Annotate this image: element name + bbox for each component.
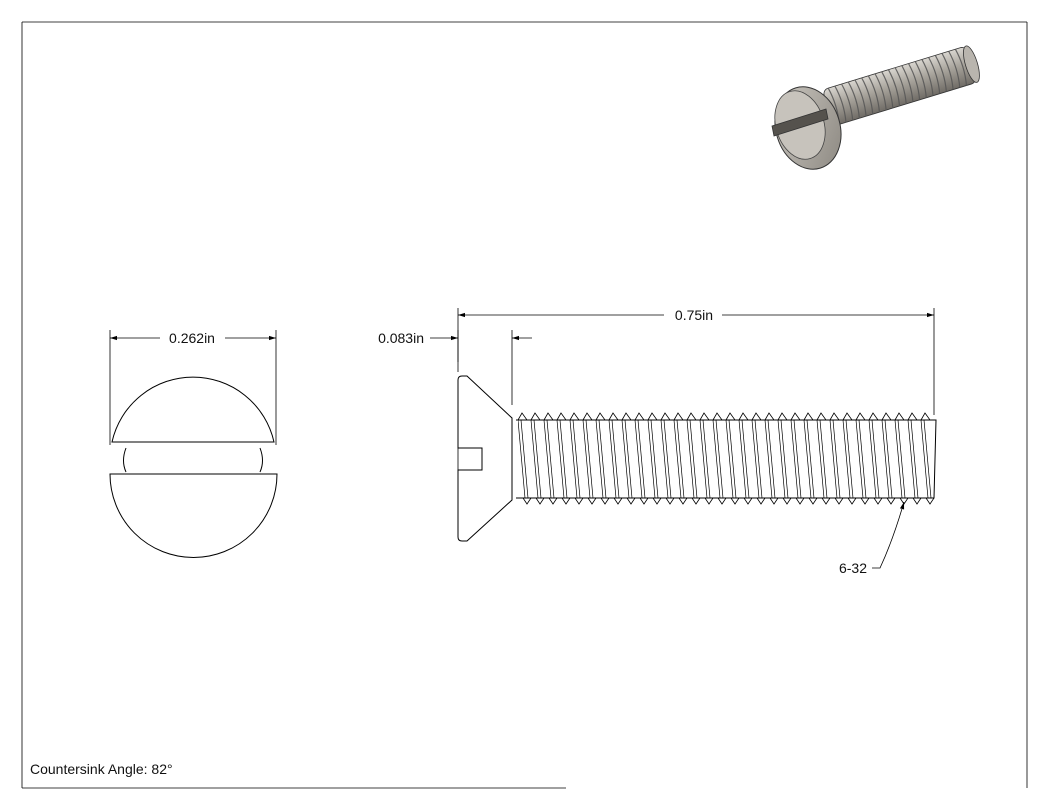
- head-diameter-label: 0.262in: [169, 330, 215, 346]
- thread-callout: 6-32: [839, 501, 905, 576]
- dim-overall-length: 0.75in: [457, 307, 935, 415]
- dim-head-height: 0.083in: [378, 330, 532, 405]
- head-height-label: 0.083in: [378, 330, 424, 346]
- screw-side-view: [457, 375, 937, 542]
- iso-head: [771, 86, 842, 170]
- dim-head-diameter: 0.262in: [109, 330, 277, 445]
- threaded-shaft: [516, 412, 937, 505]
- overall-length-label: 0.75in: [675, 307, 713, 323]
- countersink-angle-note: Countersink Angle: 82°: [30, 761, 173, 777]
- countersunk-head: [457, 375, 513, 542]
- drawing-border: [21, 21, 1028, 789]
- iso-shaft: [823, 47, 976, 126]
- isometric-screw-view: [771, 45, 980, 170]
- iso-tip: [963, 45, 980, 83]
- head-front-view: [109, 376, 278, 558]
- thread-callout-label: 6-32: [839, 560, 867, 576]
